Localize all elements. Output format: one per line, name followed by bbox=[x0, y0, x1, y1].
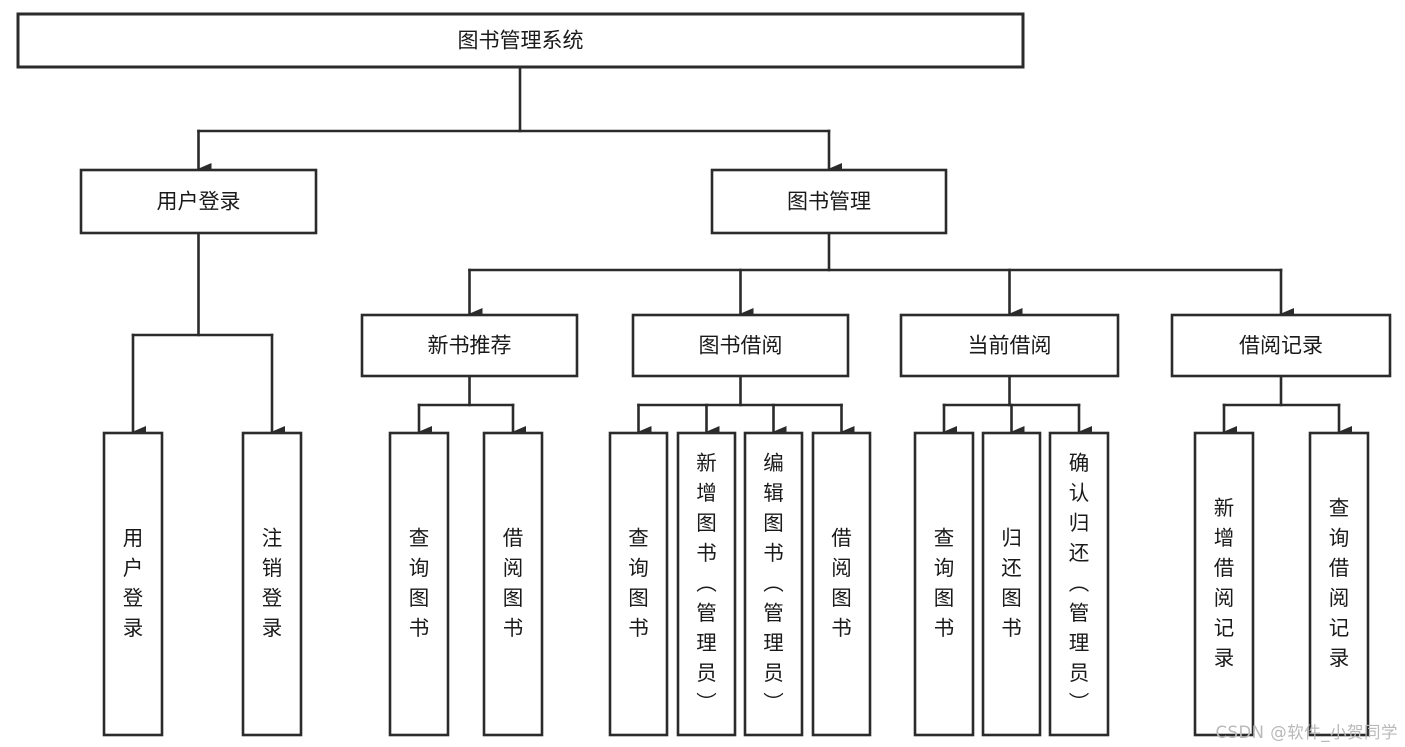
node-borrow-record[interactable]: 借阅记录 bbox=[1170, 313, 1392, 378]
node-box-root bbox=[16, 12, 1025, 69]
node-label-book-manage: 图书管理 bbox=[787, 190, 871, 214]
edges-layer bbox=[131, 65, 1352, 438]
node-box-leaf-add-book bbox=[676, 431, 737, 737]
node-leaf-return-book[interactable]: 归还图书 bbox=[981, 431, 1042, 737]
node-leaf-logout[interactable]: 注销登录 bbox=[241, 431, 303, 737]
node-label-new-book-recommend: 新书推荐 bbox=[428, 334, 512, 358]
node-label-book-borrow: 图书借阅 bbox=[699, 334, 783, 358]
node-leaf-user-login[interactable]: 用户登录 bbox=[102, 431, 164, 737]
node-label-leaf-query-book-current: 查询图书 bbox=[934, 526, 955, 640]
node-label-leaf-borrow-book-recommend: 借阅图书 bbox=[503, 526, 524, 640]
node-box-book-manage bbox=[710, 168, 948, 235]
node-label-leaf-confirm-return: 确认归还︵管理员︶ bbox=[1069, 451, 1090, 715]
node-current-borrow[interactable]: 当前借阅 bbox=[899, 313, 1120, 378]
node-box-borrow-record bbox=[1170, 313, 1392, 378]
node-label-leaf-add-book: 新增图书︵管理员︶ bbox=[696, 451, 717, 715]
node-user-login[interactable]: 用户登录 bbox=[79, 168, 318, 235]
node-leaf-borrow-book[interactable]: 借阅图书 bbox=[811, 431, 872, 737]
node-box-leaf-return-book bbox=[981, 431, 1042, 737]
node-label-leaf-return-book: 归还图书 bbox=[1001, 526, 1022, 640]
node-box-leaf-confirm-return bbox=[1048, 431, 1110, 737]
node-root[interactable]: 图书管理系统 bbox=[16, 12, 1025, 69]
node-leaf-add-borrow-record[interactable]: 新增借阅记录 bbox=[1193, 431, 1255, 737]
node-leaf-confirm-return[interactable]: 确认归还︵管理员︶ bbox=[1048, 431, 1110, 737]
node-box-leaf-query-book-borrow bbox=[608, 431, 669, 737]
node-label-current-borrow: 当前借阅 bbox=[968, 334, 1052, 358]
node-box-book-borrow bbox=[631, 313, 850, 378]
node-label-user-login: 用户登录 bbox=[157, 190, 241, 214]
node-leaf-query-borrow-record[interactable]: 查询借阅记录 bbox=[1308, 431, 1370, 737]
node-label-leaf-add-borrow-record: 新增借阅记录 bbox=[1214, 496, 1235, 670]
watermark-text: CSDN @软件_小贺同学 bbox=[1215, 723, 1398, 742]
node-new-book-recommend[interactable]: 新书推荐 bbox=[360, 313, 579, 378]
node-book-borrow[interactable]: 图书借阅 bbox=[631, 313, 850, 378]
node-box-leaf-query-borrow-record bbox=[1308, 431, 1370, 737]
node-box-leaf-query-book-recommend bbox=[388, 431, 450, 737]
nodes-layer: 图书管理系统用户登录图书管理新书推荐图书借阅当前借阅借阅记录用户登录注销登录查询… bbox=[16, 12, 1392, 737]
node-box-leaf-user-login bbox=[102, 431, 164, 737]
node-label-leaf-user-login: 用户登录 bbox=[123, 526, 144, 640]
node-box-leaf-borrow-book bbox=[811, 431, 872, 737]
node-label-leaf-borrow-book: 借阅图书 bbox=[831, 526, 852, 640]
node-leaf-query-book-current[interactable]: 查询图书 bbox=[913, 431, 975, 737]
node-leaf-query-book-recommend[interactable]: 查询图书 bbox=[388, 431, 450, 737]
node-box-leaf-query-book-current bbox=[913, 431, 975, 737]
node-box-user-login bbox=[79, 168, 318, 235]
node-leaf-query-book-borrow[interactable]: 查询图书 bbox=[608, 431, 669, 737]
node-box-leaf-logout bbox=[241, 431, 303, 737]
node-box-leaf-edit-book bbox=[743, 431, 804, 737]
node-leaf-borrow-book-recommend[interactable]: 借阅图书 bbox=[482, 431, 544, 737]
node-box-leaf-add-borrow-record bbox=[1193, 431, 1255, 737]
node-label-root: 图书管理系统 bbox=[458, 29, 584, 53]
node-leaf-add-book[interactable]: 新增图书︵管理员︶ bbox=[676, 431, 737, 737]
node-label-borrow-record: 借阅记录 bbox=[1239, 334, 1323, 358]
node-leaf-edit-book[interactable]: 编辑图书︵管理员︶ bbox=[743, 431, 804, 737]
node-box-new-book-recommend bbox=[360, 313, 579, 378]
node-label-leaf-query-borrow-record: 查询借阅记录 bbox=[1329, 496, 1350, 670]
node-label-leaf-edit-book: 编辑图书︵管理员︶ bbox=[763, 451, 784, 715]
node-box-current-borrow bbox=[899, 313, 1120, 378]
node-label-leaf-query-book-borrow: 查询图书 bbox=[628, 526, 649, 640]
node-box-leaf-borrow-book-recommend bbox=[482, 431, 544, 737]
node-label-leaf-query-book-recommend: 查询图书 bbox=[409, 526, 430, 640]
node-label-leaf-logout: 注销登录 bbox=[262, 526, 283, 640]
node-book-manage[interactable]: 图书管理 bbox=[710, 168, 948, 235]
